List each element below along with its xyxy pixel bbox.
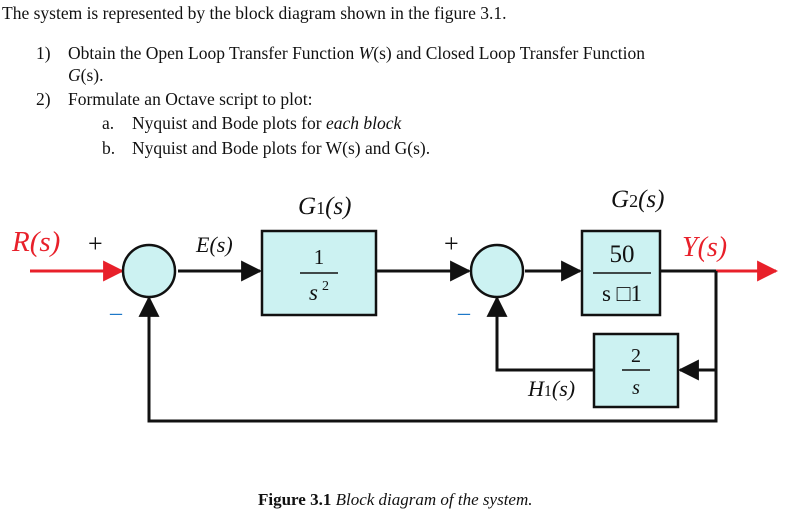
g1-numerator: 1 xyxy=(314,245,325,269)
item-2-text: Formulate an Octave script to plot: xyxy=(68,89,313,109)
figure-caption-text: Block diagram of the system. xyxy=(335,490,533,509)
g2-numerator: 50 xyxy=(610,241,635,268)
g2-label: G2(s) xyxy=(611,186,664,213)
w-symbol: W xyxy=(358,43,374,63)
outer-summing-junction xyxy=(121,243,177,299)
outer-minus-sign: – xyxy=(109,300,123,326)
sub-item-a-text: Nyquist and Bode plots for each block xyxy=(132,113,402,133)
inner-plus-sign: + xyxy=(444,229,459,258)
g-symbol: G xyxy=(68,65,81,85)
inner-summing-junction xyxy=(469,243,525,299)
inner-feedback-path xyxy=(486,295,594,372)
h1-numerator: 2 xyxy=(631,345,641,367)
figure-caption: Figure 3.1 Block diagram of the system. xyxy=(258,491,533,508)
outer-plus-sign: + xyxy=(88,229,103,258)
output-label: Y(s) xyxy=(682,232,727,263)
input-label: R(s) xyxy=(11,226,60,258)
g1-denominator: s xyxy=(309,280,318,305)
g1-denominator-exponent: 2 xyxy=(322,279,329,294)
g1-label: G1(s) xyxy=(298,193,351,220)
sub-item-b-text: Nyquist and Bode plots for W(s) and G(s)… xyxy=(132,138,431,158)
sub-item-b-letter: b. xyxy=(102,138,116,158)
inner-minus-sign: – xyxy=(457,300,471,326)
item-1-number: 1) xyxy=(36,43,51,63)
g2-denominator: s □1 xyxy=(602,281,642,306)
sub-item-a-letter: a. xyxy=(102,113,115,133)
item-1-continuation: G(s). xyxy=(68,65,104,85)
h1-label: H1(s) xyxy=(527,376,575,401)
figure-caption-label: Figure 3.1 xyxy=(258,490,332,509)
error-label: E(s) xyxy=(195,232,233,257)
item-1-text: Obtain the Open Loop Transfer Function W… xyxy=(68,43,645,63)
outer-feedback-path xyxy=(138,271,718,423)
h1-denominator: s xyxy=(632,377,640,399)
problem-intro: The system is represented by the block d… xyxy=(2,3,507,23)
item-2-number: 2) xyxy=(36,89,51,109)
